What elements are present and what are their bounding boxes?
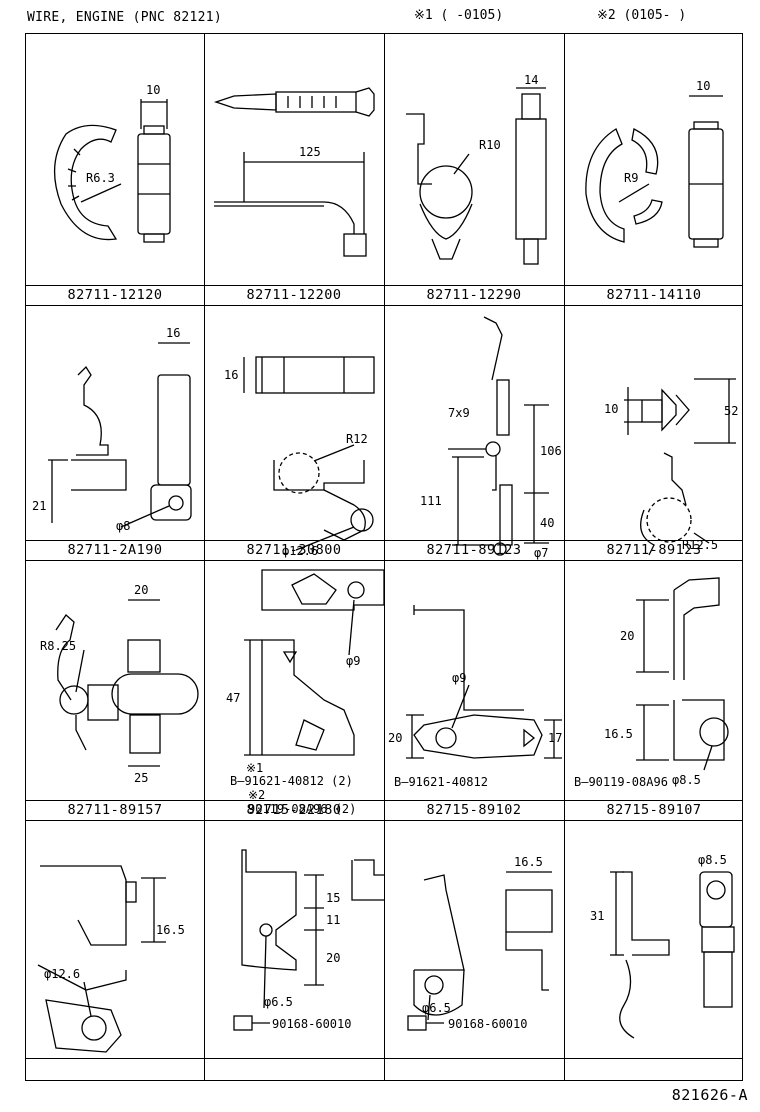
- drawing-reference: 821626-A: [671, 1086, 748, 1104]
- part-cell-82715-89107: 20 16.5 φ8.5 B—90119-08A96 82715-89107: [564, 560, 744, 820]
- dim-label: R12.5: [682, 538, 718, 552]
- grid-divider: [26, 820, 742, 821]
- part-number: 82711-89123: [606, 542, 702, 558]
- part-cell-82711-89157: R8.25 20 25 82711-89157: [26, 560, 204, 820]
- dim-label: φ7: [534, 546, 548, 560]
- dim-label: φ6.5: [264, 995, 293, 1009]
- dim-label: 25: [134, 771, 148, 785]
- dim-label: 7x9: [448, 406, 470, 420]
- grid-divider: [26, 305, 742, 306]
- grid-divider: [26, 285, 742, 286]
- dim-label: 10: [146, 83, 160, 97]
- part-number: 82715-89102: [426, 802, 522, 818]
- dim-label: φ12.6: [282, 544, 318, 558]
- fastener-note: 90168-60010: [272, 1017, 351, 1031]
- grid-divider: [26, 560, 742, 561]
- dim-label: 10: [604, 402, 618, 416]
- dim-label: R12: [346, 432, 368, 446]
- dim-label: 16: [224, 368, 238, 382]
- dim-label: φ8.5: [698, 853, 727, 867]
- dim-label: φ9: [452, 671, 466, 685]
- dim-label: φ6.5: [422, 1001, 451, 1015]
- part-number: 82711-30800: [246, 542, 342, 558]
- grid-divider: [26, 800, 742, 801]
- part-cell-82711-30800: 16 R12 φ12.6 82711-30800: [204, 305, 384, 560]
- dim-label: 106: [540, 444, 562, 458]
- dim-label: 11: [326, 913, 340, 927]
- dim-label: φ8: [116, 519, 130, 533]
- dim-label: 14: [524, 73, 538, 87]
- part-number: 82711-89123: [426, 542, 522, 558]
- dim-label: 16.5: [604, 727, 633, 741]
- fastener-note: 90119-08A96 (2): [248, 802, 356, 816]
- dim-label: 52: [724, 404, 738, 418]
- parts-grid: 10 R6.3 82711-12120 125 82711-12200: [25, 33, 743, 1081]
- fastener-note: B—91621-40812: [394, 775, 488, 789]
- part-number: 82711-12120: [67, 287, 163, 303]
- part-cell-82715-89108: 16.5 φ12.6 82715-89108: [26, 820, 204, 1060]
- fastener-note: 90168-60010: [448, 1017, 527, 1031]
- grid-divider: [26, 540, 742, 541]
- dim-label: 10: [696, 79, 710, 93]
- part-cell-82711-12290: R10 14 82711-12290: [384, 34, 564, 305]
- variant-note-2: ※2 (0105- ): [597, 8, 687, 23]
- grid-divider: [204, 34, 205, 1080]
- part-number: 82711-12290: [426, 287, 522, 303]
- part-number: 82711-12200: [246, 287, 342, 303]
- grid-divider: [384, 34, 385, 1080]
- dim-label: φ8.5: [672, 773, 701, 787]
- part-cell-82711-14110: 10 R9 82711-14110: [564, 34, 744, 305]
- grid-divider: [26, 1058, 742, 1059]
- part-number: 82711-2A190: [67, 542, 163, 558]
- part-cell-82711-12200: 125 82711-12200: [204, 34, 384, 305]
- dim-label: 20: [388, 731, 402, 745]
- part-number: 82711-14110: [606, 287, 702, 303]
- part-number: 82711-89157: [67, 802, 163, 818]
- part-cell-82715-89110: 16.5 φ6.5 90168-60010 82715-89110: [384, 820, 564, 1060]
- dim-label: φ9: [346, 654, 360, 668]
- part-cell-82715-89102: φ9 20 17 B—91621-40812 82715-89102: [384, 560, 564, 820]
- part-cell-82711-95024: φ8.5 31 82711-95024: [564, 820, 744, 1060]
- variant-note-1: ※1 ( -0105): [414, 8, 504, 23]
- dim-label: 47: [226, 691, 240, 705]
- dim-label: 20: [134, 583, 148, 597]
- variant-marker: ※2: [248, 788, 265, 802]
- dim-label: 125: [299, 145, 321, 159]
- dim-label: 17: [548, 731, 562, 745]
- part-cell-82711-2A190: 16 21 φ8 82711-2A190: [26, 305, 204, 560]
- dim-label: 15: [326, 891, 340, 905]
- dim-label: 21: [32, 499, 46, 513]
- dim-label: φ12.6: [44, 967, 80, 981]
- dim-label: R9: [624, 171, 638, 185]
- dim-label: R8.25: [40, 639, 76, 653]
- part-cell-82711-89123-a: 7x9 106 111 40 φ7 82711-89123: [384, 305, 564, 560]
- dim-label: 111: [420, 494, 442, 508]
- dim-label: 20: [620, 629, 634, 643]
- page-title: WIRE, ENGINE (PNC 82121): [27, 10, 223, 25]
- fastener-note: B—91621-40812 (2): [230, 774, 353, 788]
- part-cell-82711-12120: 10 R6.3 82711-12120: [26, 34, 204, 305]
- part-number: 82715-22180: [246, 802, 342, 818]
- dim-label: 16: [166, 326, 180, 340]
- dim-label: 31: [590, 909, 604, 923]
- part-cell-82715-89109: 15 11 20 φ6.5 90168-60010 82715-89109: [204, 820, 384, 1060]
- dim-label: 40: [540, 516, 554, 530]
- fastener-note: B—90119-08A96: [574, 775, 668, 789]
- dim-label: R10: [479, 138, 501, 152]
- variant-marker: ※1: [246, 761, 263, 775]
- dim-label: 16.5: [514, 855, 543, 869]
- part-cell-82715-22180: 47 φ9 ※1 B—91621-40812 (2) ※2 90119-08A9…: [204, 560, 384, 820]
- dim-label: 20: [326, 951, 340, 965]
- dim-label: 16.5: [156, 923, 185, 937]
- part-number: 82715-89107: [606, 802, 702, 818]
- grid-divider: [564, 34, 565, 1080]
- dim-label: R6.3: [86, 171, 115, 185]
- part-cell-82711-89123-b: 10 52 R12.5 82711-89123: [564, 305, 744, 560]
